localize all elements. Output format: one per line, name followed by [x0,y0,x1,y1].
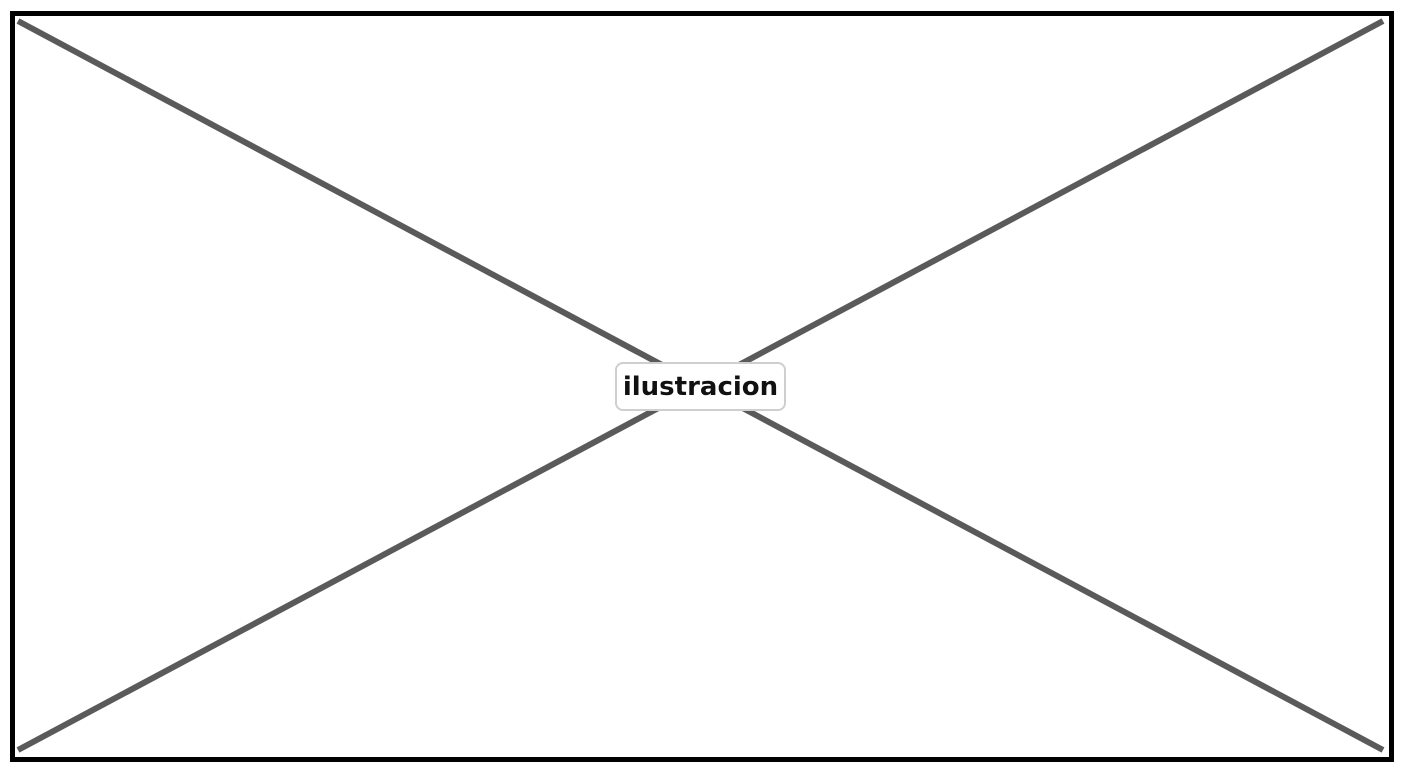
placeholder-label: ilustracion [622,371,779,402]
placeholder-label-box: ilustracion [615,362,786,411]
